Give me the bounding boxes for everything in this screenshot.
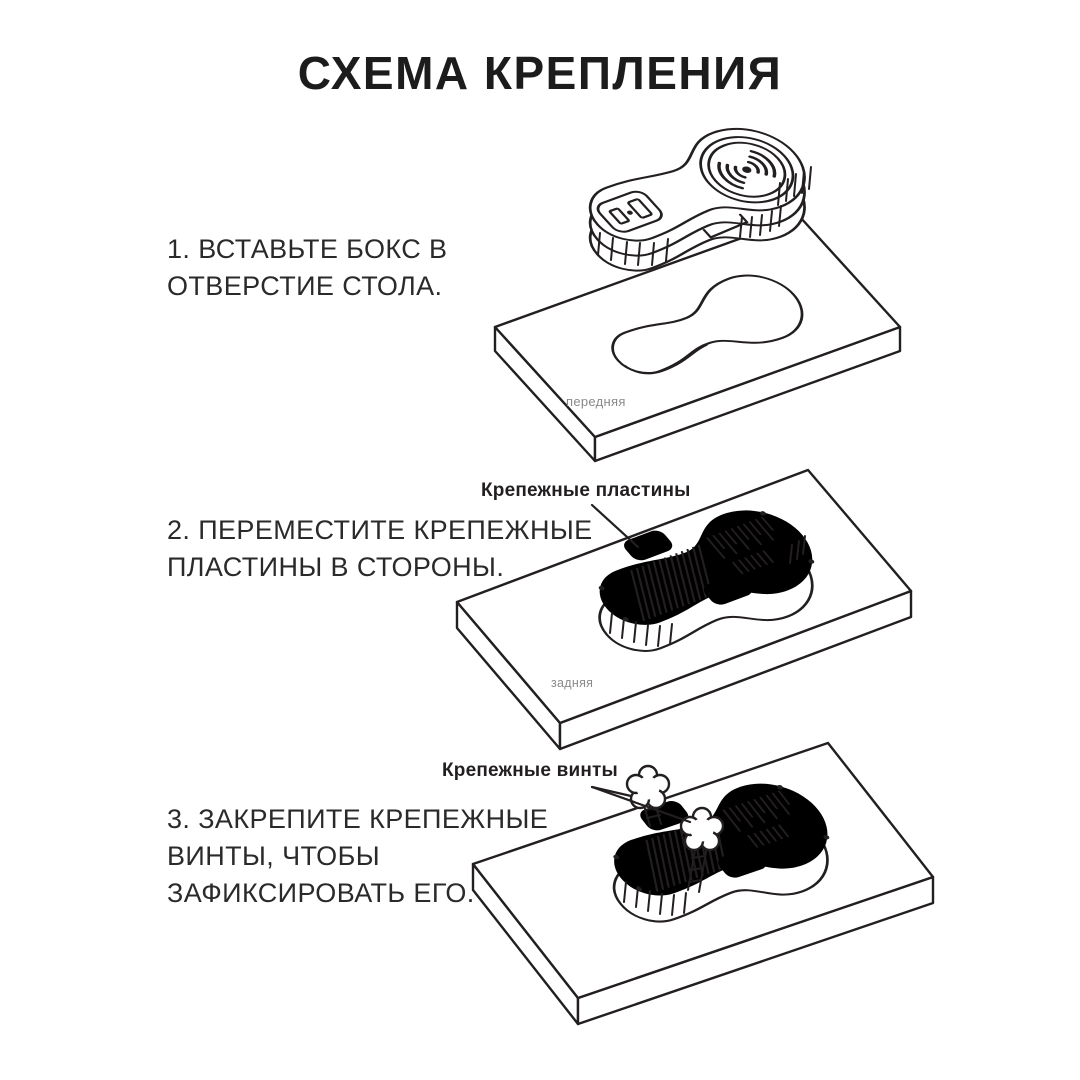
table-back-label: задняя	[551, 676, 594, 690]
step-3-line-1: 3. ЗАКРЕПИТЕ КРЕПЕЖНЫЕ	[167, 804, 549, 834]
cutout-outline	[611, 274, 804, 374]
device-vent-hatch-lines	[597, 166, 812, 266]
step3-illustration	[471, 741, 935, 1026]
device-underside-step3	[582, 761, 856, 925]
thumb-screw-installed	[679, 806, 725, 893]
step-2-line-2: ПЛАСТИНЫ В СТОРОНЫ.	[167, 552, 505, 582]
page-title: СХЕМА КРЕПЛЕНИЯ	[297, 47, 783, 99]
mounting-screws-label: Крепежные винты	[442, 760, 618, 781]
step-1-line-1: 1. ВСТАВЬТЕ БОКС В	[167, 234, 448, 264]
step2-illustration	[455, 468, 913, 751]
table-cutout	[611, 274, 804, 375]
usb-port-a	[608, 207, 630, 225]
charger-box-device	[588, 127, 812, 272]
cutout-depth-line	[624, 344, 708, 375]
step-3-text: 3. ЗАКРЕПИТЕ КРЕПЕЖНЫЕ ВИНТЫ, ЧТОБЫ ЗАФИ…	[167, 801, 548, 912]
step-1-text: 1. ВСТАВЬТЕ БОКС В ОТВЕРСТИЕ СТОЛА.	[167, 231, 447, 305]
side-wall-vent-ticks	[623, 881, 687, 916]
side-wall-vent-ticks	[609, 535, 806, 647]
led-dot	[627, 210, 633, 215]
table-front-label: передняя	[566, 394, 626, 409]
step-2-line-1: 2. ПЕРЕМЕСТИТЕ КРЕПЕЖНЫЕ	[167, 515, 593, 545]
step1-illustration	[493, 127, 902, 463]
usb-port-b	[627, 198, 653, 219]
table-step1	[493, 215, 902, 463]
step-1-line-2: ОТВЕРСТИЕ СТОЛА.	[167, 271, 443, 301]
step-3-line-2: ВИНТЫ, ЧТОБЫ	[167, 841, 381, 871]
screw-shaft	[687, 843, 708, 893]
step-3-line-3: ЗАФИКСИРОВАТЬ ЕГО.	[167, 878, 475, 908]
step-2-text: 2. ПЕРЕМЕСТИТЕ КРЕПЕЖНЫЕ ПЛАСТИНЫ В СТОР…	[167, 512, 593, 586]
wireless-charging-icon	[717, 150, 777, 190]
device-latch-notch	[702, 213, 749, 239]
mounting-plates-label: Крепежные пластины	[481, 480, 691, 501]
screws-leader-line-2	[590, 785, 692, 824]
usb-ports-panel	[596, 190, 663, 233]
plates-leader-line	[590, 503, 640, 549]
device-underside-step2	[566, 487, 841, 654]
